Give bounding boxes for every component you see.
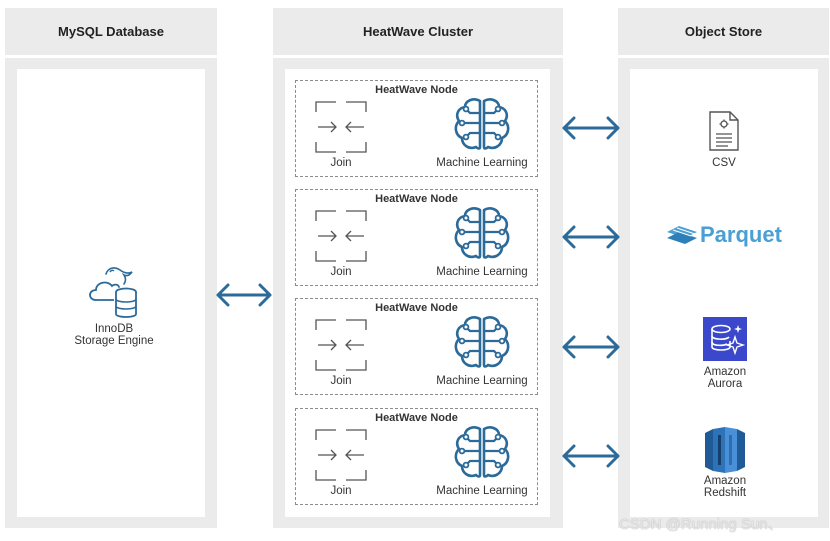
machine-learning-label: Machine Learning [436,485,528,497]
mysql-heatwave-arrow [216,283,272,307]
machine-learning-brain-icon [454,316,510,368]
amazon-redshift-label-line2: Redshift [703,487,747,499]
node-title: HeatWave Node [375,412,458,424]
amazon-aurora-label-line2: Aurora [707,378,743,390]
machine-learning-label: Machine Learning [436,266,528,278]
join-icon [315,319,367,371]
amazon-aurora-icon [703,317,747,361]
machine-learning-label: Machine Learning [436,375,528,387]
csdn-watermark: CSDN @Running Sun、 [619,516,783,533]
mysql-database-header: MySQL Database [5,8,217,55]
node-title: HeatWave Node [375,84,458,96]
csv-file-icon [709,111,739,151]
parquet-logo-icon [667,226,697,244]
machine-learning-brain-icon [454,426,510,478]
amazon-redshift-label-line1: Amazon [703,475,747,487]
amazon-aurora-label-line1: Amazon [703,366,747,378]
heatwave-cluster-header: HeatWave Cluster [273,8,563,55]
node4-store-arrow [562,444,620,468]
parquet-label: Parquet [700,222,782,247]
machine-learning-brain-icon [454,98,510,150]
machine-learning-brain-icon [454,207,510,259]
node2-store-arrow [562,225,620,249]
heatwave-node-2: HeatWave Node Join Machine Learning [295,189,538,286]
node3-store-arrow [562,335,620,359]
join-icon [315,429,367,481]
join-label: Join [330,266,352,278]
heatwave-node-3: HeatWave Node Join Machine Learning [295,298,538,395]
heatwave-node-1: HeatWave Node Join Machine Learning [295,80,538,177]
mysql-panel [17,69,205,517]
amazon-redshift-icon [705,427,745,473]
node-title: HeatWave Node [375,302,458,314]
join-icon [315,101,367,153]
join-label: Join [330,485,352,497]
node1-store-arrow [562,116,620,140]
mysql-database-icon [89,267,137,318]
join-icon [315,210,367,262]
join-label: Join [330,375,352,387]
heatwave-node-4: HeatWave Node Join Machine Learning [295,408,538,505]
object-store-header: Object Store [618,8,829,55]
innodb-label: InnoDB [94,323,134,335]
join-label: Join [330,157,352,169]
machine-learning-label: Machine Learning [436,157,528,169]
storage-engine-label: Storage Engine [74,335,154,347]
csv-label: CSV [712,157,736,169]
node-title: HeatWave Node [375,193,458,205]
